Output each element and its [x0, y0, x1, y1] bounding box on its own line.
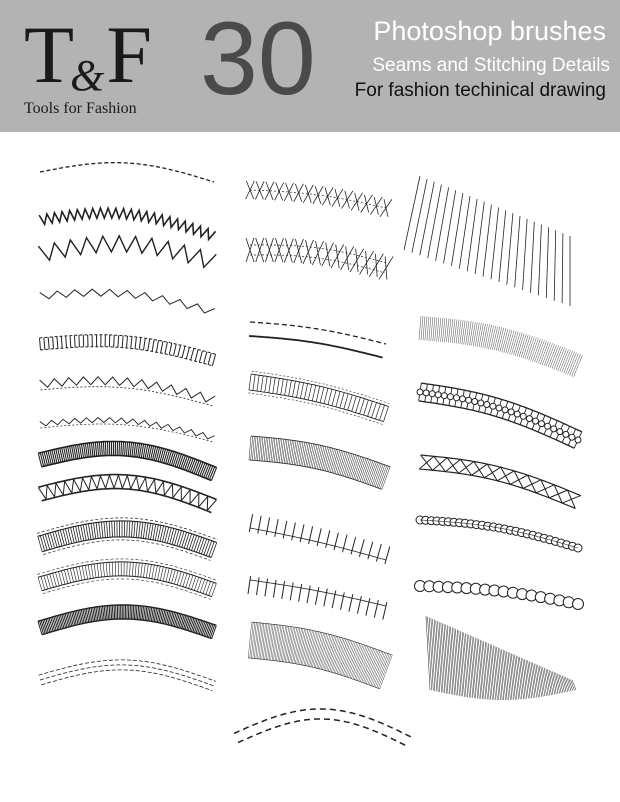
brush-radial-lines — [403, 175, 571, 306]
logo-mark: T&F — [24, 9, 152, 113]
brush-samples-canvas — [36, 161, 584, 748]
brush-binding-triangle — [37, 473, 217, 514]
brush-zigzag-small — [39, 288, 216, 314]
brush-feather-stitch — [245, 180, 393, 218]
brush-fine-lines — [418, 315, 583, 378]
header-banner: T&F Tools for Fashion 30 Photoshop brush… — [0, 0, 620, 132]
brush-cross-stitch-band — [419, 454, 581, 510]
brush-dashed-and-solid — [248, 321, 387, 359]
logo-letter-t: T — [24, 9, 74, 100]
brush-zigzag-large — [37, 234, 217, 269]
brush-zigzag-dense — [38, 205, 217, 242]
brush-elastic-band-light — [37, 558, 218, 600]
brush-double-needle-dashed — [38, 659, 216, 692]
brush-wave-loops — [415, 515, 583, 553]
brand-name: Tools for Fashion — [24, 100, 137, 117]
page-title: Photoshop brushes — [373, 16, 606, 46]
brush-zigzag-dashed — [39, 375, 216, 407]
logo-letter-f: F — [106, 9, 152, 100]
page-subtitle: Seams and Stitching Details — [372, 55, 610, 76]
brand-logo: T&F Tools for Fashion — [20, 10, 160, 120]
brush-rib-band — [248, 435, 391, 490]
brush-dense-wave — [425, 615, 577, 701]
brush-dashed-topstitch — [39, 161, 215, 183]
page-tagline: For fashion techinical drawing — [354, 80, 606, 101]
brush-ladder-tape — [248, 370, 390, 425]
brush-rib-fabric — [248, 621, 393, 690]
brush-binding-ribbed-dense — [37, 604, 217, 640]
brush-dashed-double-lower — [233, 708, 413, 748]
logo-ampersand: & — [70, 51, 105, 100]
brush-elastic-band — [36, 517, 218, 561]
brush-coverstitch-comb — [39, 334, 217, 367]
brush-circle-chain — [414, 580, 584, 610]
brush-feather-stitch-double — [245, 237, 394, 280]
brush-wave-small — [39, 416, 215, 443]
brush-knitted-chain — [416, 382, 583, 449]
brush-count: 30 — [200, 1, 316, 117]
brush-fringe-stitch — [248, 514, 391, 565]
brush-binding-ribbed-dark — [37, 440, 218, 482]
brush-fringe-stitch-bottom — [247, 575, 388, 620]
